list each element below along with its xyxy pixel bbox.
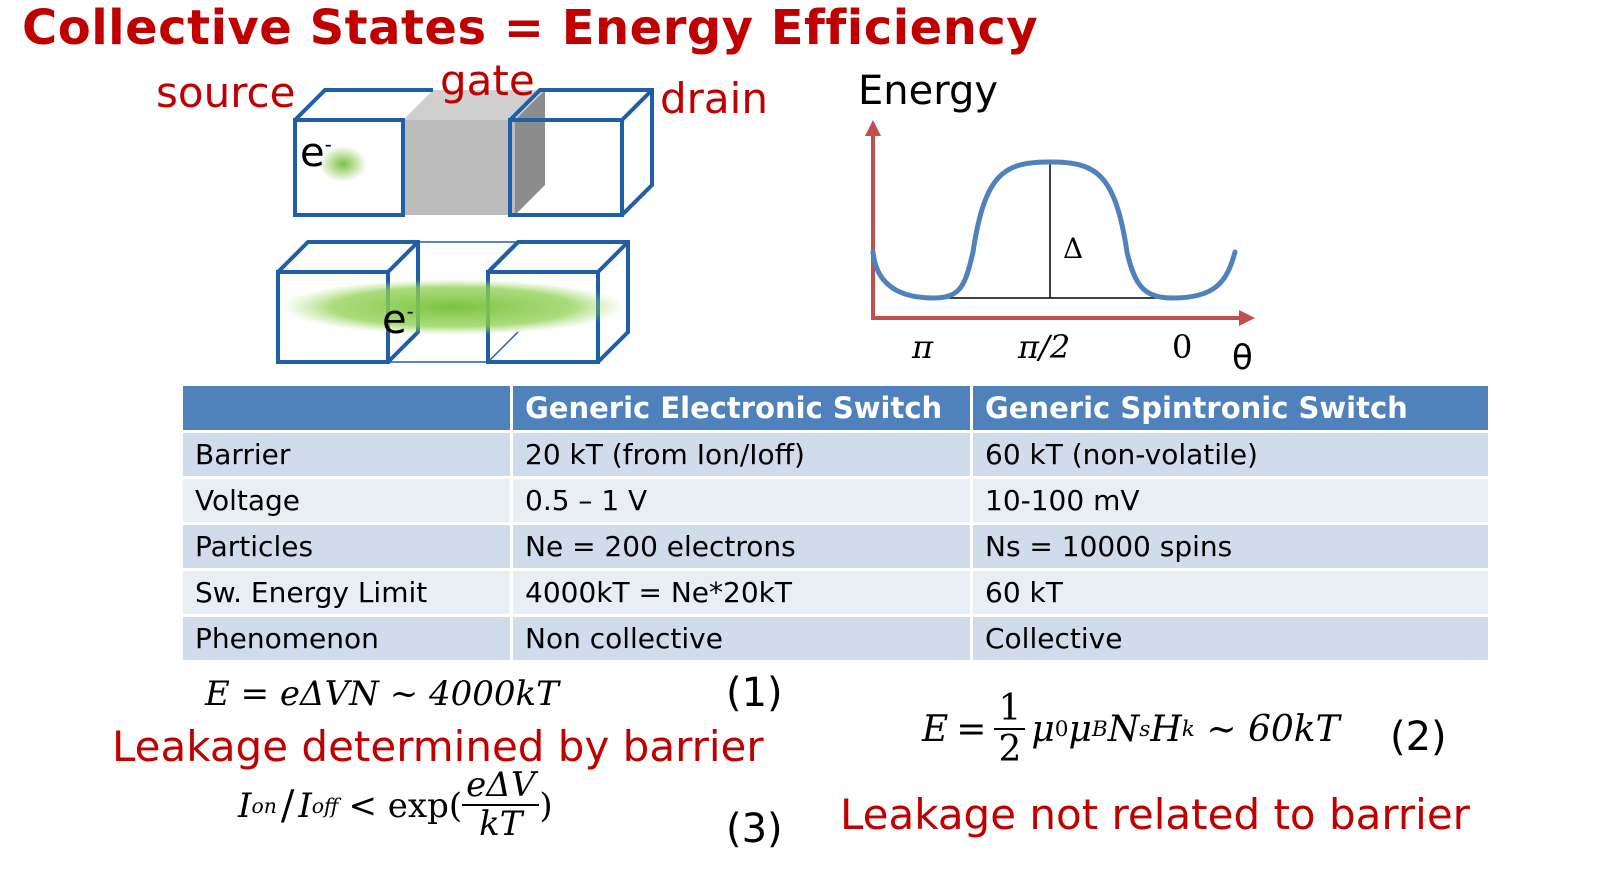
table-cell: Collective: [970, 614, 1491, 663]
eq1-lhs: E: [205, 674, 230, 714]
tick-pi-half: π/2: [1018, 328, 1071, 366]
table-row: Barrier 20 kT (from Ion/Ioff) 60 kT (non…: [180, 430, 1491, 479]
source-label: source: [156, 68, 296, 117]
table-cell: Non collective: [510, 614, 973, 663]
eq3-sub-on: on: [251, 793, 277, 818]
table-cell: Phenomenon: [180, 614, 513, 663]
eq2-mu0: μ: [1031, 709, 1055, 751]
drain-box: [508, 88, 654, 217]
plot-axes: [865, 120, 1255, 326]
source-box: [293, 88, 433, 217]
table-cell: Voltage: [180, 476, 513, 525]
eq2-H: H: [1150, 709, 1182, 751]
eq2-sub-s: s: [1139, 717, 1151, 743]
table-cell: Ns = 10000 spins: [970, 522, 1491, 571]
table-header-cell: [180, 383, 513, 433]
table-cell: Sw. Energy Limit: [180, 568, 513, 617]
eq3-fraction: eΔV kT: [462, 767, 540, 844]
table-row: Phenomenon Non collective Collective: [180, 614, 1491, 663]
gate-label: gate: [440, 56, 535, 105]
table-header-row: Generic Electronic Switch Generic Spintr…: [180, 383, 1491, 433]
table-cell: 10-100 mV: [970, 476, 1491, 525]
eq3-sub-off: off: [311, 793, 339, 818]
table-header-cell: Generic Spintronic Switch: [970, 383, 1491, 433]
theta-axis-label: θ: [1232, 338, 1253, 378]
barrier-delta-label: Δ: [1063, 232, 1084, 265]
eq3-op: < exp(: [348, 785, 463, 826]
page-title: Collective States = Energy Efficiency: [22, 0, 1039, 56]
eq3-slash: /: [280, 782, 295, 829]
table-row: Sw. Energy Limit 4000kT = Ne*20kT 60 kT: [180, 568, 1491, 617]
eq3-frac-den: kT: [479, 803, 523, 844]
equation-2-number: (2): [1390, 714, 1447, 760]
table-cell: 4000kT = Ne*20kT: [510, 568, 973, 617]
leakage-note-left: Leakage determined by barrier: [112, 722, 764, 771]
table-row: Voltage 0.5 – 1 V 10-100 mV: [180, 476, 1491, 525]
equation-3-number: (3): [726, 806, 783, 852]
eq2-sub-B: B: [1091, 717, 1108, 743]
table-cell: 0.5 – 1 V: [510, 476, 973, 525]
eq3-frac-num: eΔV: [462, 767, 540, 806]
electron-cloud-large: [281, 279, 625, 335]
drain-label: drain: [660, 74, 768, 123]
equation-1-number: (1): [726, 670, 783, 716]
eq2-muB: μ: [1068, 709, 1092, 751]
comparison-table: Generic Electronic Switch Generic Spintr…: [180, 383, 1491, 663]
table-row: Particles Ne = 200 electrons Ns = 10000 …: [180, 522, 1491, 571]
eq2-frac-den: 2: [998, 728, 1022, 770]
leakage-note-right: Leakage not related to barrier: [840, 790, 1470, 839]
eq2-equals: =: [956, 709, 987, 751]
energy-axis-label: Energy: [858, 68, 999, 114]
transistor-diagram: [276, 88, 654, 364]
eq2-sub-0: 0: [1054, 717, 1069, 743]
eq2-fraction: 1 2: [994, 690, 1026, 770]
eq3-i-on: I: [238, 785, 252, 826]
energy-curve: [870, 159, 1238, 301]
table-cell: Ne = 200 electrons: [510, 522, 973, 571]
eq3-close: ): [539, 785, 553, 826]
table-cell: Particles: [180, 522, 513, 571]
eq2-lhs: E: [922, 709, 949, 751]
table-cell: 60 kT: [970, 568, 1491, 617]
eq2-frac-num: 1: [994, 690, 1026, 730]
eq3-i-off: I: [298, 785, 312, 826]
electron-cloud-small: [319, 146, 367, 182]
energy-barrier-plot: [865, 120, 1255, 326]
electron-label-bottom: e-: [382, 297, 414, 343]
table-header-cell: Generic Electronic Switch: [510, 383, 973, 433]
table-cell: 20 kT (from Ion/Ioff): [510, 430, 973, 479]
electron-label-top: e-: [300, 130, 332, 176]
equation-1: E = eΔVN ~ 4000kT: [205, 674, 559, 714]
eq2-rhs-end: ~ 60kT: [1194, 709, 1340, 751]
table-cell: 60 kT (non-volatile): [970, 430, 1491, 479]
eq2-N: N: [1107, 709, 1140, 751]
eq2-sub-k: k: [1181, 717, 1195, 743]
tick-zero: 0: [1172, 328, 1193, 366]
eq1-rhs: = eΔVN ~ 4000kT: [240, 674, 559, 714]
tick-pi: π: [912, 328, 934, 366]
table-cell: Barrier: [180, 430, 513, 479]
